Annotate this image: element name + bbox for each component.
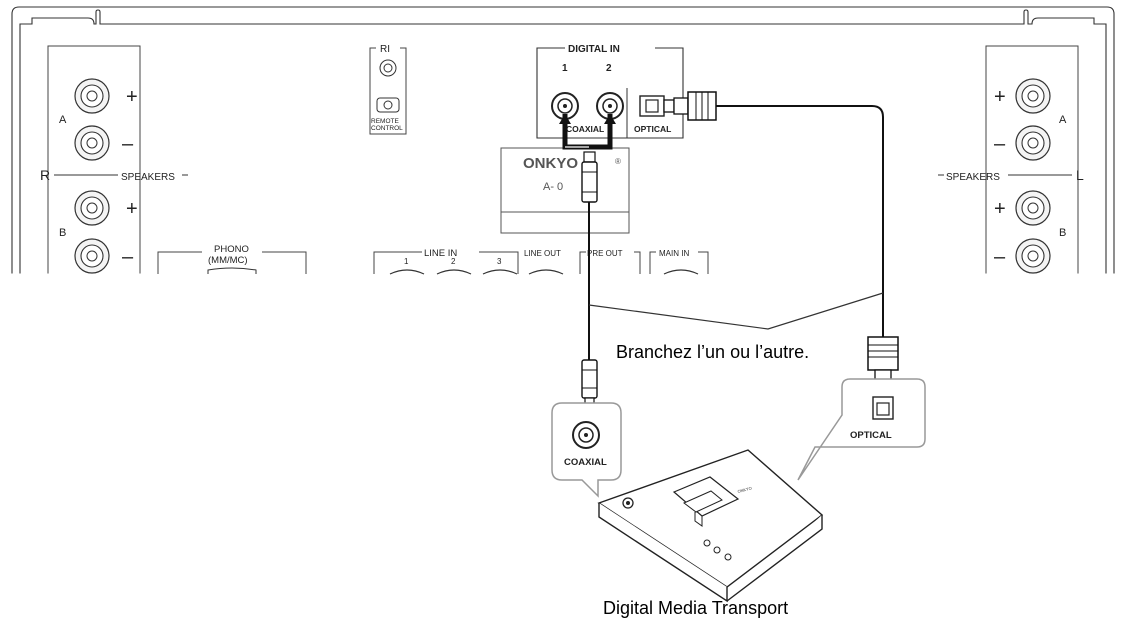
speaker-terminal xyxy=(1015,125,1051,161)
optical-callout-label: OPTICAL xyxy=(850,430,892,441)
speakers-label-left: SPEAKERS xyxy=(121,172,175,183)
digital-in-2-label: 2 xyxy=(606,63,612,74)
ri-label: RI xyxy=(380,44,390,55)
channel-l-label: L xyxy=(1076,167,1084,183)
choice-bracket xyxy=(588,292,884,330)
digital-in-section: DIGITAL IN 1 2 COAXIAL OPTICAL xyxy=(536,44,684,139)
speaker-terminal xyxy=(1015,78,1051,114)
speaker-terminal xyxy=(1015,190,1051,226)
remote-label: REMOTE xyxy=(371,118,399,125)
plus-sign: + xyxy=(126,198,138,220)
line-in-3-label: 3 xyxy=(497,257,502,266)
plus-sign: + xyxy=(994,86,1006,108)
phono-label: PHONO xyxy=(214,244,249,255)
speaker-terminal xyxy=(74,238,110,274)
registered-mark: ® xyxy=(615,157,621,166)
instruction-text: Branchez l’un ou l’autre. xyxy=(616,342,810,362)
digital-media-transport-device: ONKYO xyxy=(597,449,824,603)
model-label: A‑ 0 xyxy=(543,181,563,193)
group-a-label: A xyxy=(1059,114,1067,126)
optical-callout: OPTICAL xyxy=(797,378,926,481)
arrow-up-icon xyxy=(604,114,616,124)
speaker-terminals-right-channel: + – + – A B R SPEAKERS xyxy=(40,78,188,274)
arrow-up-icon xyxy=(559,114,571,124)
line-in-1-label: 1 xyxy=(404,257,409,266)
phono-section: PHONO (MM/MC) xyxy=(157,244,307,274)
speaker-terminal xyxy=(74,78,110,114)
line-in-label: LINE IN xyxy=(424,248,457,259)
phono-mm-mc-label: (MM/MC) xyxy=(208,255,248,266)
brand-label: ONKYO xyxy=(523,155,578,172)
speakers-label-right: SPEAKERS xyxy=(946,172,1000,183)
optical-port-label: OPTICAL xyxy=(634,124,671,134)
pre-out-label: PRE OUT xyxy=(587,249,623,258)
digital-in-1-label: 1 xyxy=(562,63,568,74)
main-in-label: MAIN IN xyxy=(659,249,689,258)
speaker-terminals-left-channel: + – + – A B SPEAKERS L xyxy=(938,78,1084,274)
line-out-label: LINE OUT xyxy=(524,249,561,258)
device-brand-label: ONKYO xyxy=(737,485,752,494)
group-b-label: B xyxy=(1059,227,1066,239)
speaker-terminal xyxy=(1015,238,1051,274)
control-button xyxy=(713,546,721,554)
group-b-label: B xyxy=(59,227,66,239)
device-name-label: Digital Media Transport xyxy=(603,598,789,618)
control-button xyxy=(703,539,711,547)
control-label: CONTROL xyxy=(371,125,403,132)
line-in-2-label: 2 xyxy=(451,257,456,266)
group-a-label: A xyxy=(59,114,67,126)
optical-jack xyxy=(639,95,665,117)
coaxial-jack-2 xyxy=(596,92,624,120)
analog-io-section: LINE IN 1 2 3 LINE OUT PRE OUT MAIN IN xyxy=(373,248,709,275)
coaxial-callout: COAXIAL xyxy=(551,402,622,498)
minus-sign: – xyxy=(994,133,1006,155)
digital-in-label: DIGITAL IN xyxy=(568,44,620,55)
ri-remote-section: RI REMOTE CONTROL xyxy=(369,44,407,135)
minus-sign: – xyxy=(994,246,1006,268)
minus-sign: – xyxy=(122,246,134,268)
speaker-terminal xyxy=(74,125,110,161)
coaxial-callout-label: COAXIAL xyxy=(564,457,607,468)
plus-sign: + xyxy=(994,198,1006,220)
plus-sign: + xyxy=(126,86,138,108)
speaker-terminal xyxy=(74,190,110,226)
channel-r-label: R xyxy=(40,167,50,183)
control-button xyxy=(724,553,732,561)
coaxial-port-label: COAXIAL xyxy=(566,124,604,134)
minus-sign: – xyxy=(122,133,134,155)
coaxial-cable xyxy=(559,114,616,411)
brand-plate: ONKYO A‑ 0 ® xyxy=(500,147,630,234)
